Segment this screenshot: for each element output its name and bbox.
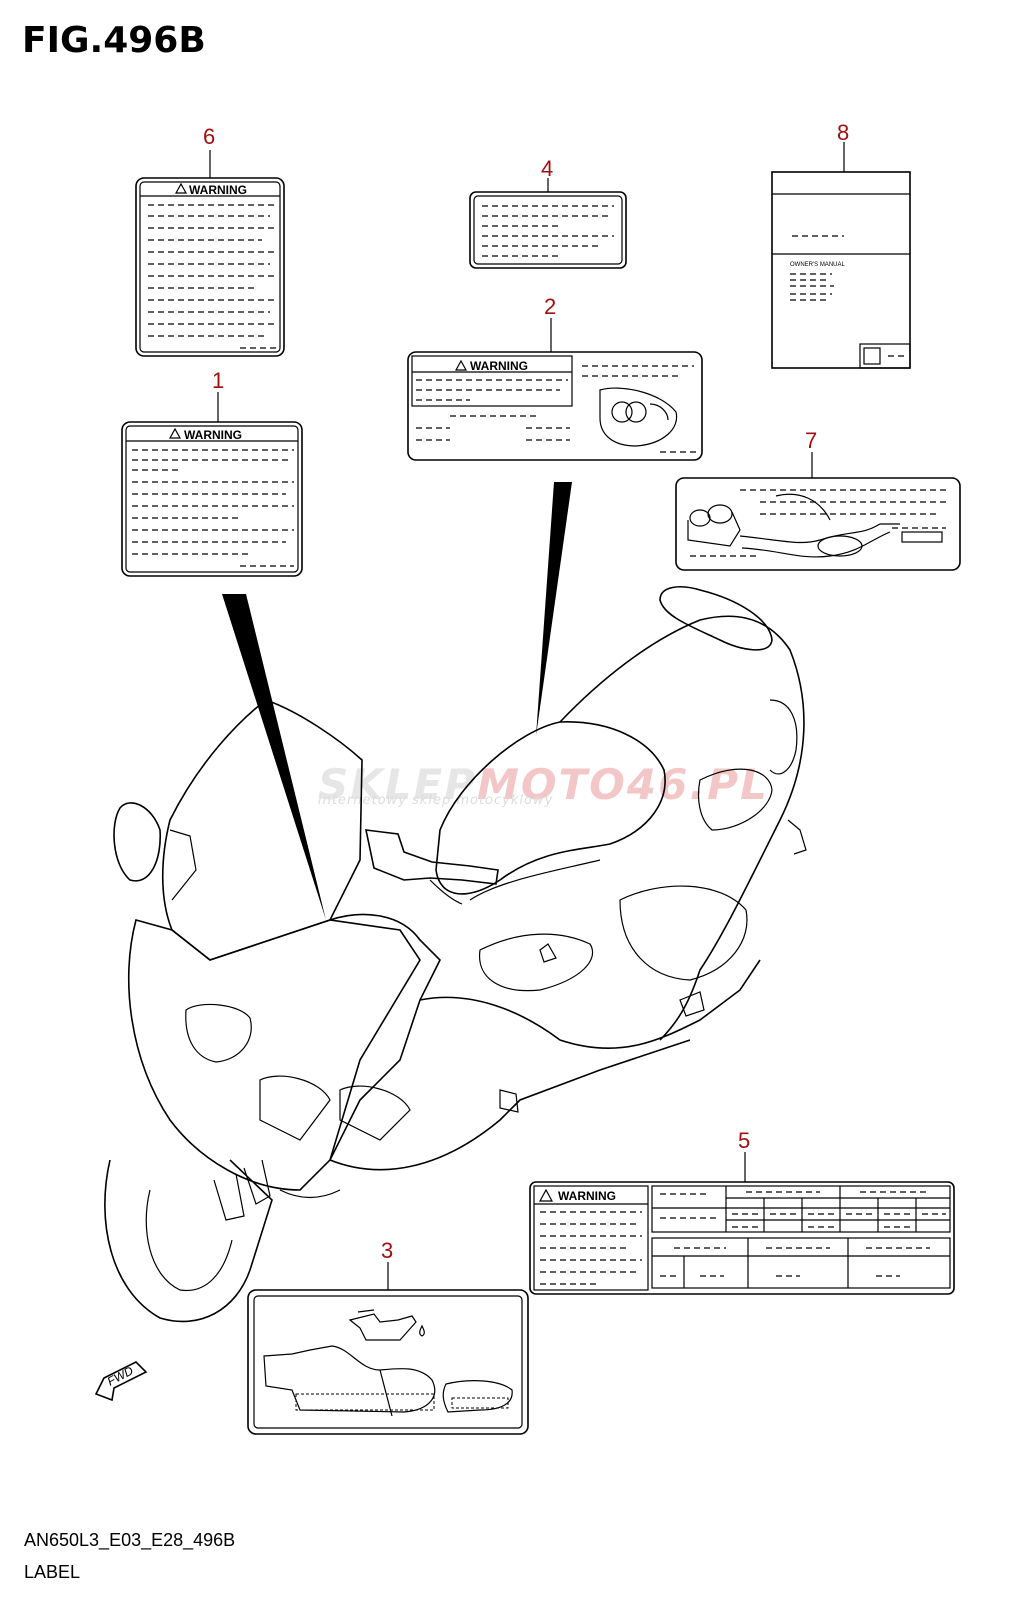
- brand-logo-icon: [863, 347, 881, 365]
- warning-triangle-icon: [168, 427, 182, 439]
- label-3-oil-sticker[interactable]: [247, 1262, 529, 1435]
- label-8-owners-manual[interactable]: OWNER'S MANUAL: [771, 142, 911, 369]
- figure-title: FIG.496B: [22, 20, 206, 61]
- label-6-warning-text: WARNING: [189, 183, 247, 197]
- diagram-code: AN650L3_E03_E28_496B: [24, 1530, 236, 1550]
- label-6-warning-sticker[interactable]: WARNING: [135, 150, 285, 357]
- callout-6: 6: [203, 124, 216, 149]
- oil-level-window-illustration: [263, 1345, 513, 1417]
- label-4-sticker[interactable]: [469, 178, 627, 269]
- watermark: SKLEPMOTO46.PL: [318, 760, 769, 809]
- label-1-warning-text: WARNING: [184, 428, 242, 442]
- callout-8: 8: [837, 120, 850, 145]
- label-7-routing-sticker[interactable]: [675, 452, 961, 571]
- meter-panel-illustration: [599, 387, 678, 447]
- callout-5: 5: [738, 1128, 751, 1153]
- warning-triangle-icon: [174, 182, 188, 194]
- callout-4: 4: [541, 156, 554, 181]
- warning-triangle-icon: [454, 359, 468, 371]
- callout-1: 1: [212, 368, 225, 393]
- leader-label-1: [222, 594, 326, 920]
- diagram-label: LABEL: [24, 1562, 81, 1582]
- label-5-warning-table-sticker[interactable]: WARNING: [529, 1152, 955, 1295]
- oil-can-icon: [348, 1309, 425, 1341]
- throttle-body-illustration: [687, 493, 943, 558]
- forward-direction-icon: FWD: [94, 1361, 148, 1402]
- leader-label-2: [536, 482, 572, 736]
- callout-2: 2: [544, 294, 557, 319]
- callout-7: 7: [805, 428, 818, 453]
- scooter-illustration: [104, 586, 807, 1323]
- warning-triangle-icon: [538, 1188, 554, 1202]
- label-2-warning-sticker[interactable]: WARNING: [407, 318, 703, 461]
- label-2-warning-text: WARNING: [470, 359, 528, 373]
- label-5-warning-text: WARNING: [558, 1189, 616, 1203]
- owners-manual-text: OWNER'S MANUAL: [790, 262, 845, 268]
- watermark-subtitle: internetowy sklep motocyklowy: [318, 793, 554, 808]
- label-1-warning-sticker[interactable]: WARNING: [121, 392, 303, 577]
- callout-3: 3: [381, 1238, 394, 1263]
